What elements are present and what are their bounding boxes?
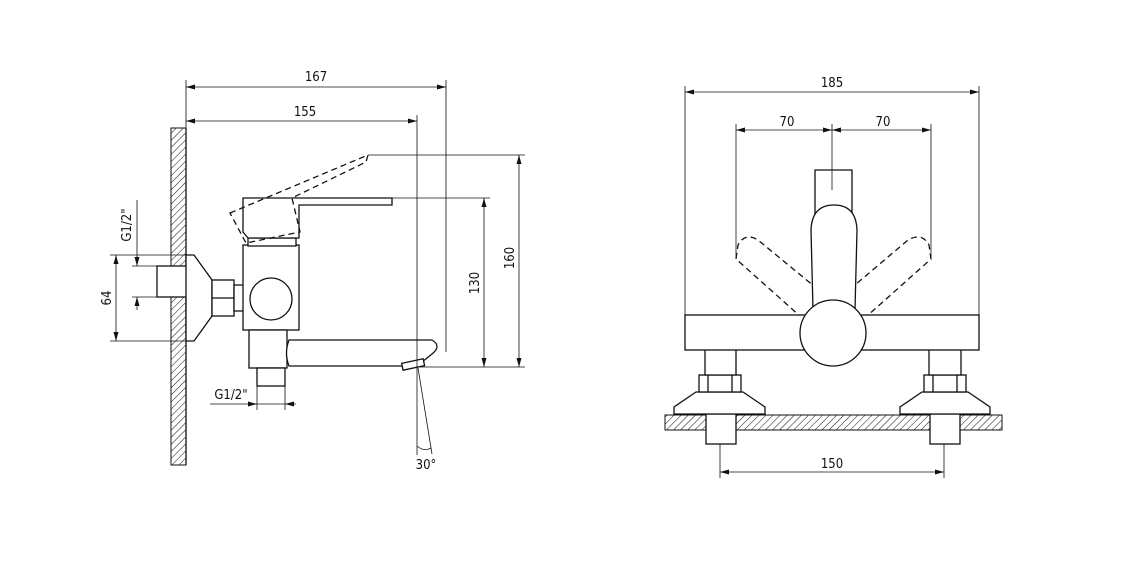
lever-left-swing-outline	[735, 236, 827, 326]
aerator	[400, 358, 426, 371]
dim-right-swing: 70	[876, 115, 891, 130]
lever	[242, 197, 393, 239]
right-inlet	[899, 345, 991, 445]
front-view: 185 70 70 150	[664, 76, 1003, 478]
dim-outlet-thread: G1/2"	[214, 388, 247, 403]
dim-inlet-thread: G1/2"	[120, 208, 135, 241]
escutcheon	[185, 254, 213, 342]
dim-spout-length: 155	[294, 105, 316, 120]
dim-spout-angle: 30°	[416, 458, 437, 473]
wall-inlet-nipple	[156, 265, 188, 298]
front-wall-hatch	[664, 414, 1003, 431]
outlet-nipple	[256, 367, 286, 387]
diverter-knob	[249, 277, 293, 321]
dim-inlet-height: 64	[100, 291, 115, 306]
front-diverter-knob	[799, 299, 867, 367]
dim-overall-length: 167	[305, 70, 327, 85]
left-inlet	[673, 345, 766, 445]
side-view: 167 155 160 130 64 G1/2"	[100, 70, 525, 473]
dim-height-lever-raised: 160	[503, 247, 518, 269]
dim-overall-width: 185	[821, 76, 843, 91]
dim-inlet-spacing: 150	[821, 457, 843, 472]
dim-left-swing: 70	[780, 115, 795, 130]
lever-right-swing-outline	[841, 236, 932, 326]
dim-height-lever: 130	[468, 272, 483, 294]
